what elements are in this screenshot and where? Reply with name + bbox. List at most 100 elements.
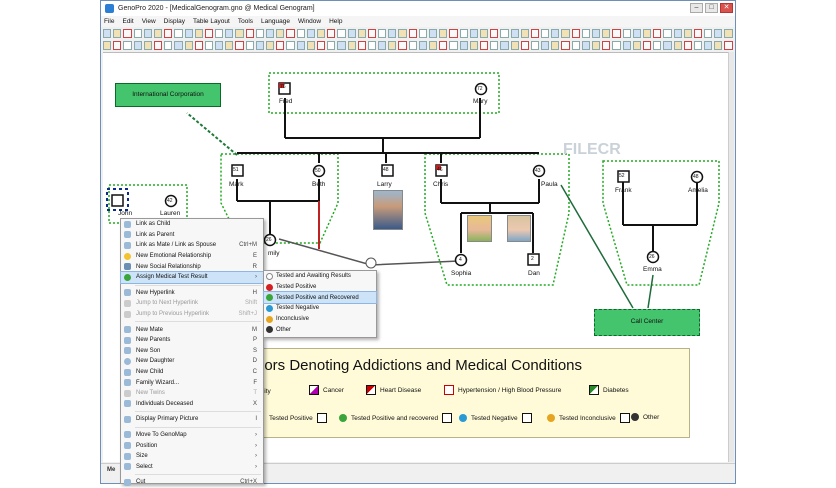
toolbar-tool-icon[interactable] <box>622 41 631 50</box>
menu-item-assign-medical-test-result[interactable]: Assign Medical Test Result› <box>120 271 264 284</box>
toolbar-tool-icon[interactable] <box>194 29 203 38</box>
toolbar-tool-icon[interactable] <box>408 29 417 38</box>
toolbar-tool-icon[interactable] <box>663 41 672 50</box>
toolbar-tool-icon[interactable] <box>123 41 132 50</box>
toolbar-tool-icon[interactable] <box>724 29 733 38</box>
toolbar-tool-icon[interactable] <box>510 41 519 50</box>
toolbar-tool-icon[interactable] <box>408 41 417 50</box>
menu-item-select[interactable]: Select› <box>121 461 263 472</box>
toolbar-tool-icon[interactable] <box>622 29 631 38</box>
paula-symbol[interactable] <box>532 164 546 178</box>
toolbar-tool-icon[interactable] <box>266 29 275 38</box>
toolbar-tool-icon[interactable] <box>612 41 621 50</box>
toolbar-tool-icon[interactable] <box>510 29 519 38</box>
toolbar-tool-icon[interactable] <box>153 41 163 50</box>
menu-file[interactable]: File <box>104 18 115 25</box>
menu-item-size[interactable]: Size› <box>121 451 263 462</box>
international-corporation-box[interactable]: International Corporation <box>115 83 221 107</box>
toolbar-tool-icon[interactable] <box>235 29 244 38</box>
toolbar-tool-icon[interactable] <box>724 41 733 50</box>
toolbar-tool-icon[interactable] <box>663 29 672 38</box>
toolbar-tool-icon[interactable] <box>327 29 336 38</box>
toolbar-tool-icon[interactable] <box>378 29 387 38</box>
maximize-button[interactable]: □ <box>705 3 718 13</box>
toolbar-tool-icon[interactable] <box>245 29 254 38</box>
toolbar-tool-icon[interactable] <box>245 41 254 50</box>
call-center-box[interactable]: Call Center <box>594 309 700 336</box>
minimize-button[interactable]: – <box>690 3 703 13</box>
toolbar-tool-icon[interactable] <box>500 29 509 38</box>
frank-symbol[interactable] <box>617 170 630 183</box>
beth-symbol[interactable] <box>312 164 326 178</box>
toolbar-tool-icon[interactable] <box>469 29 478 38</box>
toolbar-tool-icon[interactable] <box>215 41 224 50</box>
toolbar-tool-icon[interactable] <box>378 41 387 50</box>
toolbar-tool-icon[interactable] <box>347 29 356 38</box>
toolbar-tool-icon[interactable] <box>602 41 611 50</box>
toolbar-tool-icon[interactable] <box>642 29 652 38</box>
toolbar-tool-icon[interactable] <box>673 41 682 50</box>
toolbar-tool-icon[interactable] <box>255 41 264 50</box>
toolbar-tool-icon[interactable] <box>683 41 692 50</box>
toolbar-tool-icon[interactable] <box>225 41 234 50</box>
toolbar-tool-icon[interactable] <box>235 41 244 50</box>
toolbar-tool-icon[interactable] <box>337 29 346 38</box>
lauren-symbol[interactable] <box>164 194 178 208</box>
toolbar-tool-icon[interactable] <box>113 29 122 38</box>
toolbar-tool-icon[interactable] <box>174 29 183 38</box>
toolbar-tool-icon[interactable] <box>398 41 407 50</box>
sophia-symbol[interactable] <box>454 253 468 267</box>
toolbar-tool-icon[interactable] <box>367 29 377 38</box>
toolbar-tool-icon[interactable] <box>632 41 641 50</box>
toolbar-tool-icon[interactable] <box>174 41 183 50</box>
toolbar-tool-icon[interactable] <box>459 29 468 38</box>
toolbar-tool-icon[interactable] <box>133 29 142 38</box>
toolbar-tool-icon[interactable] <box>541 29 550 38</box>
toolbar-tool-icon[interactable] <box>388 29 397 38</box>
toolbar-tool-icon[interactable] <box>520 29 529 38</box>
toolbar-tool-icon[interactable] <box>520 41 529 50</box>
toolbar-tool-icon[interactable] <box>215 29 224 38</box>
toolbar-tool-icon[interactable] <box>133 41 142 50</box>
toolbar-tool-icon[interactable] <box>103 29 112 38</box>
toolbar-tool-icon[interactable] <box>184 29 193 38</box>
toolbar-tool-icon[interactable] <box>164 41 173 50</box>
toolbar-tool-icon[interactable] <box>276 29 285 38</box>
toolbar-tool-icon[interactable] <box>653 41 662 50</box>
menu-table-layout[interactable]: Table Layout <box>192 18 230 25</box>
toolbar-tool-icon[interactable] <box>530 41 540 50</box>
toolbar-tool-icon[interactable] <box>714 29 723 38</box>
toolbar-tool-icon[interactable] <box>490 41 499 50</box>
toolbar-tool-icon[interactable] <box>551 29 560 38</box>
amelia-symbol[interactable] <box>690 170 704 184</box>
toolbar-tool-icon[interactable] <box>449 41 458 50</box>
toolbar-tool-icon[interactable] <box>479 41 489 50</box>
menu-item-position[interactable]: Position› <box>121 440 263 451</box>
menu-item-family-wizard[interactable]: Family Wizard...F <box>121 377 263 388</box>
toolbar-tool-icon[interactable] <box>357 41 366 50</box>
toolbar-tool-icon[interactable] <box>184 41 193 50</box>
larry-symbol[interactable] <box>381 164 394 177</box>
toolbar-tool-icon[interactable] <box>612 29 621 38</box>
menu-item-link-as-child[interactable]: Link as Child <box>121 219 263 230</box>
toolbar-tool-icon[interactable] <box>306 29 315 38</box>
toolbar-tool-icon[interactable] <box>581 41 590 50</box>
toolbar-tool-icon[interactable] <box>225 29 234 38</box>
toolbar-tool-icon[interactable] <box>266 41 275 50</box>
toolbar-tool-icon[interactable] <box>449 29 458 38</box>
emily-symbol[interactable] <box>263 233 277 247</box>
submenu-item-other[interactable]: Other <box>264 324 376 335</box>
menu-tools[interactable]: Tools <box>237 18 254 25</box>
toolbar-tool-icon[interactable] <box>673 29 682 38</box>
toolbar-tool-icon[interactable] <box>388 41 397 50</box>
toolbar-tool-icon[interactable] <box>683 29 692 38</box>
chris-symbol[interactable] <box>435 164 448 177</box>
toolbar-tool-icon[interactable] <box>571 41 580 50</box>
toolbar-tool-icon[interactable] <box>113 41 122 50</box>
